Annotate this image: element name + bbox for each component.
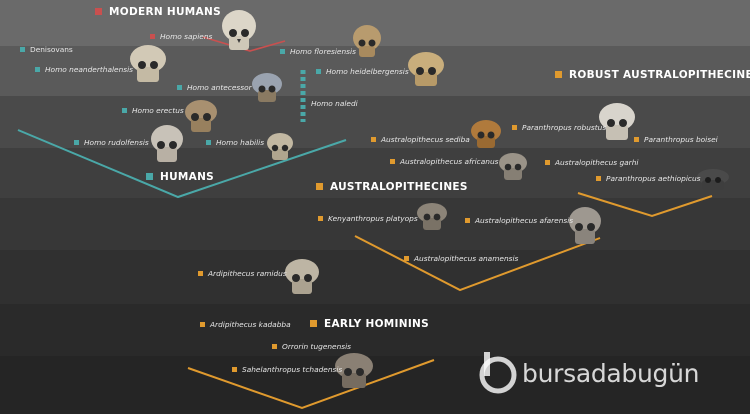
skull-icon [697,169,729,190]
species-label-homo-heidelbergensis: Homo heidelbergensis [316,67,409,76]
species-label-homo-antecessor: Homo antecessor [177,83,252,92]
skull-icon [408,52,444,86]
species-label-homo-erectus: Homo erectus [122,106,184,115]
time-band-2 [0,46,750,96]
group-heading-text: ROBUST AUSTRALOPITHECINES [569,69,750,81]
skull-icon [417,203,447,230]
skull-icon [599,103,635,140]
australopithecines-bracket [354,235,601,292]
group-heading-text: EARLY HOMININS [324,318,430,330]
skull-icon [222,10,256,50]
skull-icon [151,125,183,162]
species-label-paranthropus-boisei: Paranthropus boisei [634,135,718,144]
species-label-homo-habilis: Homo habilis [206,138,264,147]
group-heading-modern-humans: MODERN HUMANS [95,6,221,18]
species-label-australopithecus-garhi: Australopithecus garhi [545,158,638,167]
skull-icon [252,73,282,102]
time-band-4 [0,148,750,198]
group-heading-text: HUMANS [160,171,215,183]
homo-naledi-range-marker [300,70,306,122]
species-label-australopithecus-afarensis: Australopithecus afarensis [465,216,573,225]
species-label-australopithecus-sediba: Australopithecus sediba [371,135,470,144]
species-label-ardipithecus-ramidus: Ardipithecus ramidus [198,269,287,278]
species-label-homo-sapiens: Homo sapiens [150,32,212,41]
species-label-homo-neanderthalensis: Homo neanderthalensis [35,65,133,74]
skull-icon [471,120,501,148]
bursadabugun-logo-icon [479,352,517,394]
humans-bracket [17,129,347,199]
skull-icon [130,45,166,82]
species-label-paranthropus-robustus: Paranthropus robustus [512,123,606,132]
group-heading-robust-australopithecines: ROBUST AUSTRALOPITHECINES [555,69,750,81]
group-heading-text: AUSTRALOPITHECINES [330,181,468,193]
skull-icon [185,100,217,132]
group-heading-text: MODERN HUMANS [109,6,221,18]
species-label-homo-floresiensis: Homo floresiensis [280,47,356,56]
species-label-australopithecus-africanus: Australopithecus africanus [390,157,499,166]
species-label-ardipithecus-kadabba: Ardipithecus kadabba [200,320,291,329]
species-label-homo-naledi: Homo naledi [311,99,358,108]
species-label-kenyanthropus-platyops: Kenyanthropus platyops [318,214,418,223]
time-band-8 [0,356,750,414]
skull-icon [499,153,527,180]
species-label-australopithecus-anamensis: Australopithecus anamensis [404,254,518,263]
watermark-text: bursadabugün [522,359,700,388]
modern-humans-bracket [202,36,286,52]
skull-icon [335,353,373,388]
skull-icon [285,259,319,294]
species-label-denisovans: Denisovans [20,45,73,54]
early-hominins-bracket [187,359,435,410]
group-heading-early-hominins: EARLY HOMININS [310,318,429,330]
skull-icon [353,25,381,57]
skull-icon [267,133,293,160]
robust-bracket [577,192,713,218]
group-heading-humans: HUMANS [146,171,214,183]
skull-icon [569,207,601,244]
species-label-orrorin-tugenensis: Orrorin tugenensis [272,342,351,351]
species-label-homo-rudolfensis: Homo rudolfensis [74,138,149,147]
species-label-paranthropus-aethiopicus: Paranthropus aethiopicus [596,174,701,183]
time-band-7 [0,304,750,356]
group-heading-australopithecines: AUSTRALOPITHECINES [316,181,468,193]
time-band-6 [0,250,750,304]
species-label-sahelanthropus-tchadensis: Sahelanthropus tchadensis [232,365,342,374]
